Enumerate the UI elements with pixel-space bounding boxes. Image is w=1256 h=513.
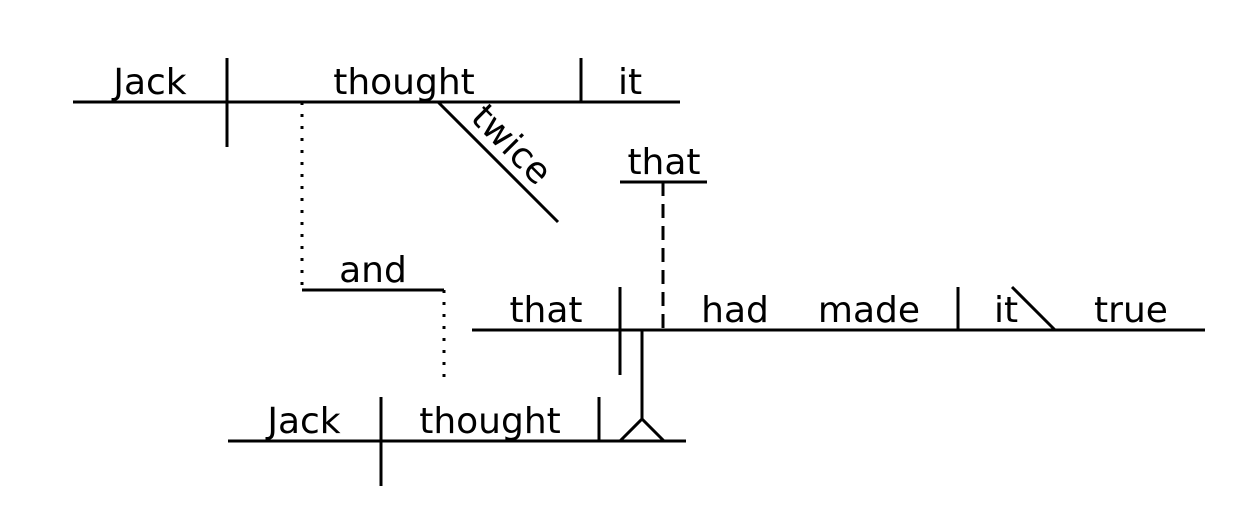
conjunction-word: and — [339, 250, 407, 291]
clause-2-subject: Jack — [265, 401, 340, 442]
noun-clause-stilt-base — [618, 416, 666, 443]
clause-1-modifier-line — [436, 100, 560, 224]
subordinate-complement-divider — [1010, 285, 1057, 332]
clause-1: Jack thought it twice — [73, 58, 680, 224]
subordinate-connector: that — [620, 142, 707, 330]
clause-1-modifier: twice — [463, 97, 560, 194]
subordinate-subject: that — [509, 290, 582, 331]
subordinate-verb-auxiliary: had — [701, 290, 769, 331]
clause-1-verb: thought — [333, 62, 475, 103]
clause-2-verb: thought — [419, 401, 561, 442]
connector-word: that — [627, 142, 700, 183]
subordinate-complement: true — [1094, 290, 1168, 331]
subordinate-clause: that had made it true — [472, 285, 1205, 375]
clause-1-object: it — [618, 62, 642, 103]
subordinate-object: it — [994, 290, 1018, 331]
subordinate-verb-main: made — [818, 290, 920, 331]
clause-2: Jack thought — [228, 330, 686, 486]
clause-1-subject: Jack — [111, 62, 186, 103]
conjunction-connector: and — [300, 102, 446, 380]
